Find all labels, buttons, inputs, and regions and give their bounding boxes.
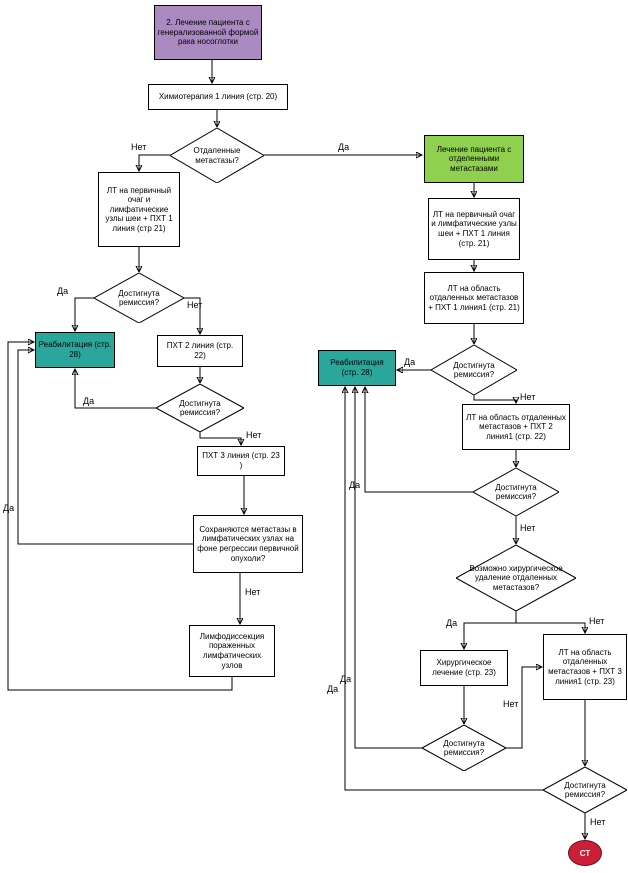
edge-label-rem-r3-yes: Да xyxy=(340,674,352,684)
edge-rem-r3-no xyxy=(506,667,542,749)
node-lt-distant-1: ЛТ на область отдаленных метастазов + ПХ… xyxy=(424,272,524,324)
edge-rem-r2-yes xyxy=(365,387,473,493)
decision-remission-left-1: Достигнута ремиссия? xyxy=(94,273,184,323)
edge-label-metastases-yes: Да xyxy=(338,142,350,152)
decision-remission-right-1: Достигнута ремиссия? xyxy=(431,345,517,395)
diamond-shape xyxy=(543,767,627,813)
decision-remission-right-4: Достигнута ремиссия? xyxy=(543,767,627,813)
decision-remission-right-2-label: Достигнута ремиссия? xyxy=(495,482,537,501)
edge-rem-l2-yes xyxy=(75,369,156,409)
diamond-shape xyxy=(456,545,576,611)
node-treatment-distant-metastases: Лечение пациента с отделенными метастаза… xyxy=(424,135,524,183)
diamond-shape xyxy=(422,725,506,771)
node-rehab-right: Реабилитация (стр. 28) xyxy=(318,350,396,386)
edge-surgery-q-yes xyxy=(464,611,517,649)
edge-rem-l1-yes xyxy=(75,297,94,331)
edge-label-rem-l2-no: Нет xyxy=(246,430,262,440)
node-lymphodissection: Лимфодиссекция пораженных лимфатических … xyxy=(189,625,275,677)
node-persisting-metastases: Сохраняются метастазы в лимфатических уз… xyxy=(193,515,303,573)
decision-surgery-possible: Возможно хирургическое удаление отдаленн… xyxy=(456,545,576,611)
edge-label-persist-yes: Да xyxy=(3,503,15,513)
diamond-shape xyxy=(156,384,244,432)
node-lt-distant-3: ЛТ на область отдаленных метастазов + ПХ… xyxy=(543,634,627,700)
node-start: 2. Лечение пациента с генерализованной ф… xyxy=(154,5,262,60)
edge-persist-yes-rehab xyxy=(17,350,193,545)
edge-label-rem-r4-no: Нет xyxy=(590,817,606,827)
edge-rem-r3-yes xyxy=(355,387,422,749)
edge-label-surgery-yes: Да xyxy=(446,618,458,628)
edge-rem-l1-no xyxy=(184,297,200,334)
decision-remission-left-2: Достигнута ремиссия? xyxy=(156,384,244,432)
edge-lymph-rehab xyxy=(7,342,233,691)
edge-label-rem-l2-yes: Да xyxy=(83,396,95,406)
decision-distant-metastases-label: Отдаленные метастазы? xyxy=(193,146,241,165)
node-rehab-left: Реабилитация (стр. 28) xyxy=(35,332,115,368)
edge-label-rem-r3-no: Нет xyxy=(503,699,519,709)
edge-rem-r4-yes xyxy=(345,387,543,791)
edge-label-rem-l1-no: Нет xyxy=(187,300,203,310)
diamond-shape xyxy=(170,128,264,183)
edge-label-rem-r2-yes: Да xyxy=(349,480,361,490)
node-pht3: ПХТ 3 линия (стр. 23 ) xyxy=(197,446,285,476)
node-pht2: ПХТ 2 линия (стр. 22) xyxy=(157,335,243,367)
decision-remission-right-3-label: Достигнута ремиссия? xyxy=(443,738,485,757)
decision-remission-left-2-label: Достигнута ремиссия? xyxy=(179,398,221,417)
edge-rem-l2-no xyxy=(199,432,241,445)
edge-label-rem-r2-no: Нет xyxy=(520,523,536,533)
diamond-shape xyxy=(94,273,184,323)
edge-surgery-q-no xyxy=(515,611,585,633)
edge-label-rem-r1-no: Нет xyxy=(520,392,536,402)
node-lt-primary-left: ЛТ на первичный очаг и лимфатические узл… xyxy=(98,172,180,247)
decision-surgery-possible-label: Возможно хирургическое удаление отдаленн… xyxy=(469,564,563,592)
node-surgical-treatment: Хирургическое лечение (стр. 23) xyxy=(420,650,508,686)
node-end-ct: СТ xyxy=(568,840,602,866)
edge-label-persist-no: Нет xyxy=(245,587,261,597)
decision-remission-right-1-label: Достигнута ремиссия? xyxy=(453,360,495,379)
diamond-shape xyxy=(431,345,517,395)
node-lt-distant-2: ЛТ на область отдаленных метастазов + ПХ… xyxy=(462,404,570,450)
decision-remission-right-3: Достигнута ремиссия? xyxy=(422,725,506,771)
edge-label-rem-r4-yes: Да xyxy=(327,684,339,694)
node-lt-primary-right: ЛТ на первичный очаг и лимфатические узл… xyxy=(428,198,520,260)
edge-label-rem-l1-yes: Да xyxy=(57,286,69,296)
decision-remission-left-1-label: Достигнута ремиссия? xyxy=(118,288,160,307)
edge-rem-r1-no xyxy=(473,395,516,403)
decision-remission-right-4-label: Достигнута ремиссия? xyxy=(564,780,606,799)
edge-label-metastases-no: Нет xyxy=(131,142,147,152)
decision-distant-metastases: Отдаленные метастазы? xyxy=(170,128,264,183)
decision-remission-right-2: Достигнута ремиссия? xyxy=(473,468,559,516)
diamond-shape xyxy=(473,468,559,516)
edge-label-rem-r1-yes: Да xyxy=(404,357,416,367)
edge-label-surgery-no: Нет xyxy=(589,616,605,626)
edge-metastases-no xyxy=(139,154,170,171)
node-chemo-line1: Химиотерапия 1 линия (стр. 20) xyxy=(148,84,288,110)
